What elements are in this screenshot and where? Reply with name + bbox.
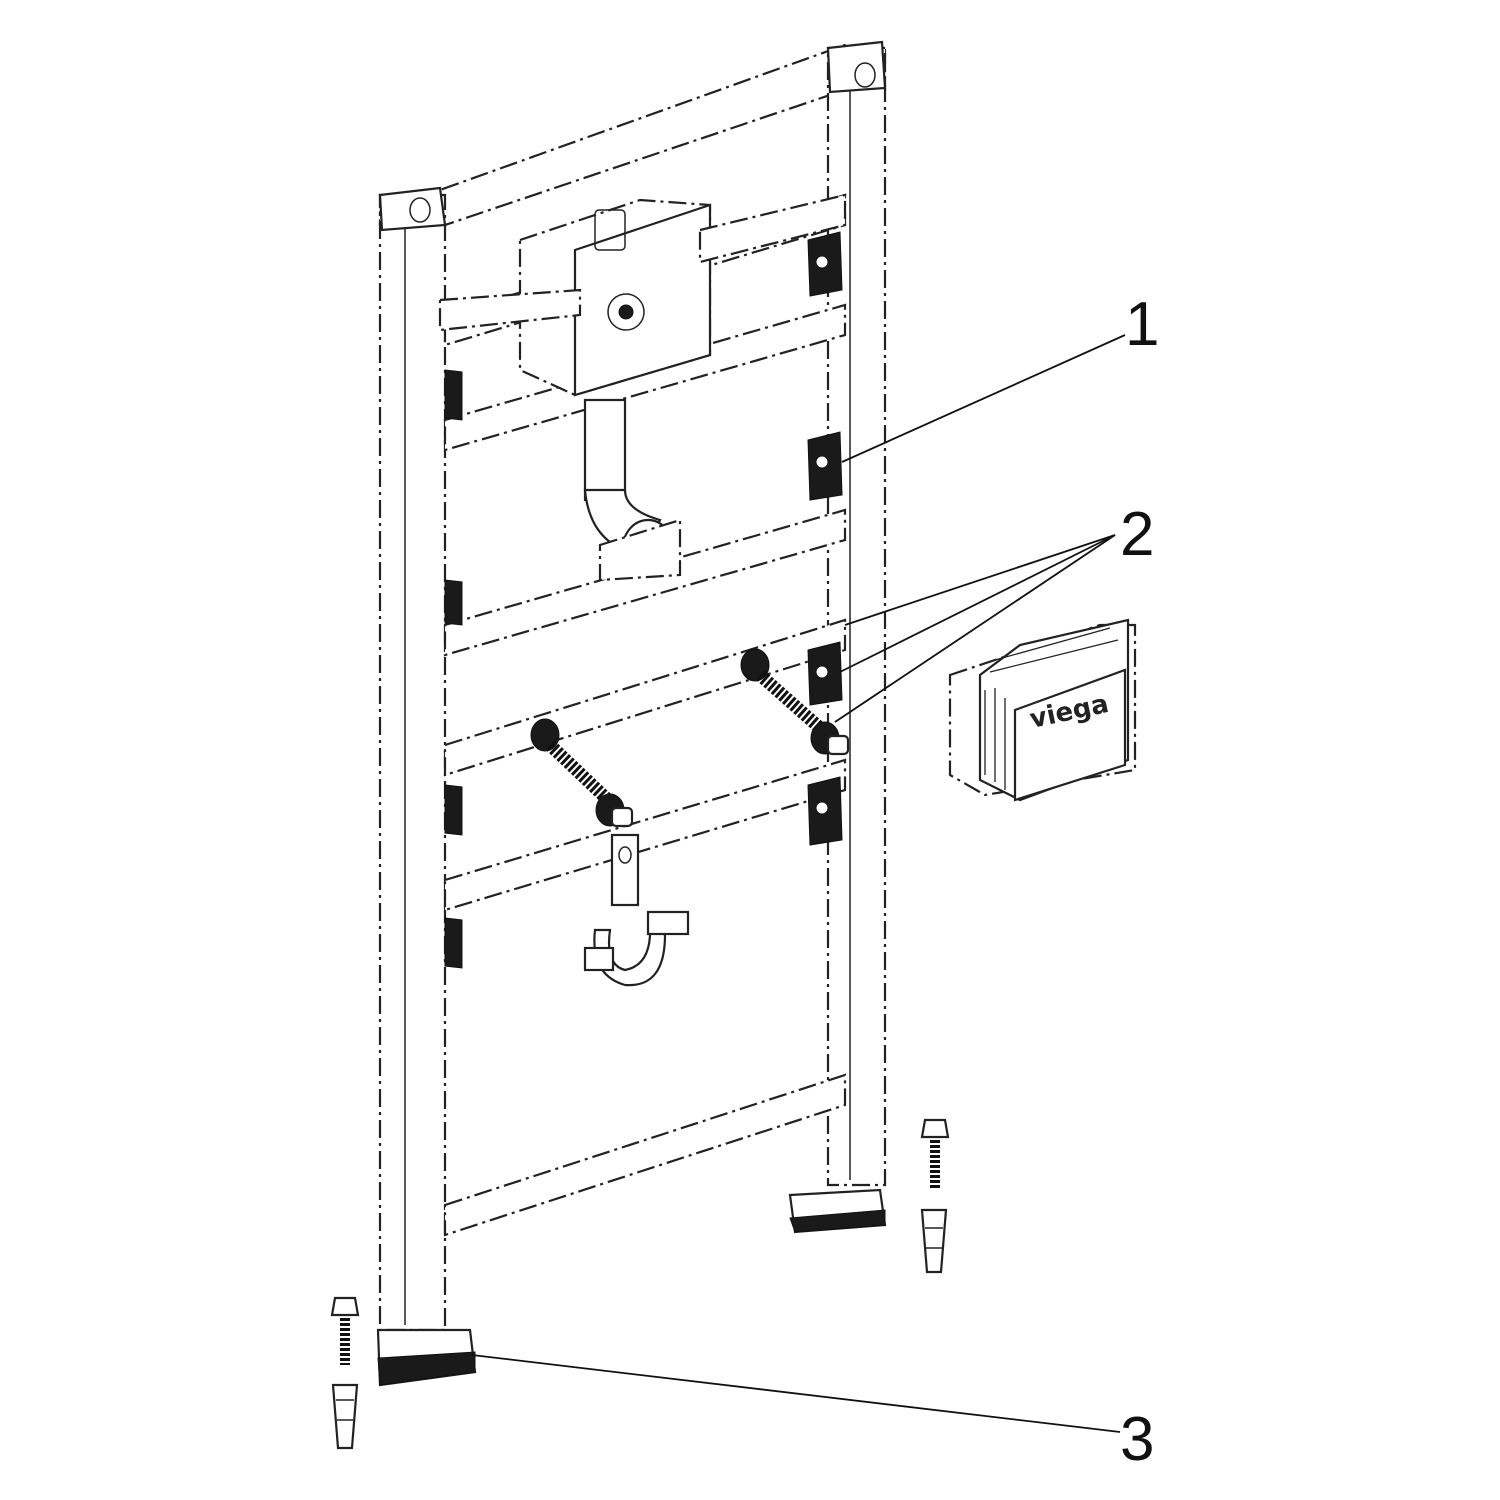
bracket-right-4	[807, 776, 843, 846]
anchor-plug-right	[920, 1208, 948, 1274]
bracket-right-1	[807, 231, 843, 297]
callout-3: 3	[1120, 1405, 1154, 1474]
drain-elbow	[583, 398, 682, 582]
foot-right	[788, 1188, 887, 1234]
anchor-bolt-right	[920, 1118, 950, 1190]
bracket-left-1	[444, 369, 463, 421]
bracket-right-2	[807, 431, 843, 501]
leader-lines	[471, 334, 1126, 1433]
leader-2c	[834, 534, 1116, 723]
feet	[376, 1188, 887, 1387]
flush-box	[438, 193, 847, 397]
bracket-left-2	[444, 579, 463, 626]
callouts: 1 2 3	[1120, 290, 1159, 1474]
threaded-studs	[530, 648, 850, 828]
mounting-brackets	[444, 231, 843, 969]
stud-left	[530, 718, 634, 828]
cover-box: viega	[948, 618, 1137, 802]
callout-1: 1	[1125, 290, 1159, 359]
anchor-plug-left	[331, 1383, 359, 1450]
leader-2b	[839, 534, 1116, 673]
pipe-clamp	[583, 833, 690, 987]
bracket-left-3	[444, 784, 463, 836]
leader-2a	[844, 534, 1116, 626]
stud-right	[740, 648, 850, 756]
leader-3	[471, 1354, 1121, 1433]
leader-1	[841, 334, 1126, 463]
bracket-left-4	[444, 917, 463, 969]
anchor-plugs	[331, 1208, 948, 1450]
foot-left	[376, 1328, 477, 1387]
anchor-bolt-left	[330, 1296, 360, 1365]
bracket-right-3	[807, 641, 843, 706]
callout-2: 2	[1120, 500, 1154, 569]
anchor-bolts	[330, 1118, 950, 1365]
